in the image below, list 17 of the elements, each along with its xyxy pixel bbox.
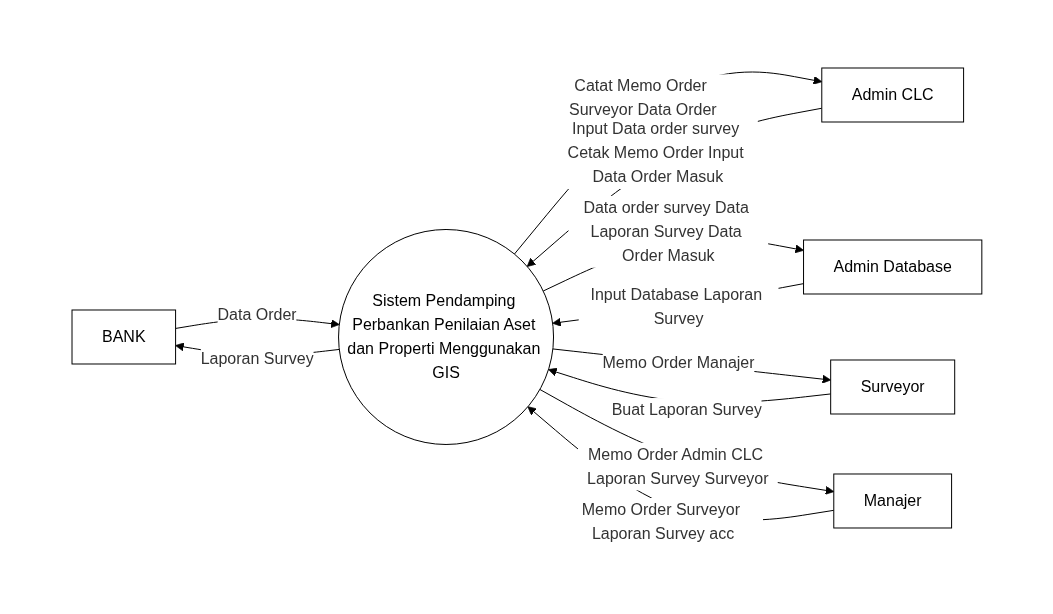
arrow — [538, 389, 834, 495]
edge-label: Data Order — [217, 306, 297, 324]
edge-label: Memo Order Manajer — [602, 354, 755, 372]
node-box: Surveyor — [829, 359, 955, 415]
edge-label: Laporan Survey — [200, 350, 314, 368]
edge-label: Data order survey Data Laporan Survey Data Order Masuk — [583, 198, 749, 264]
edge-label: Input Database Laporan Survey — [590, 286, 762, 328]
node-circle: Sistem Pendamping Perbankan Penilaian Aset dan Properti Menggunakan GIS — [337, 229, 554, 446]
node-box: Admin CLC — [820, 67, 964, 123]
node-box: Admin Database — [802, 239, 982, 295]
edge-label: Memo Order Admin CLC Laporan Survey Surveyor — [586, 445, 769, 487]
edge-label: Memo Order Surveyor Laporan Survey acc — [581, 500, 740, 542]
edge-label: Buat Laporan Survey — [611, 401, 762, 419]
node-box: Manajer — [832, 473, 952, 529]
edge-label: Catat Memo Order Surveyor Data Order — [568, 77, 717, 119]
node-box: BANK — [71, 309, 176, 365]
edge-label: Input Data order survey Cetak Memo Order Input Data Order Masuk — [567, 120, 744, 186]
